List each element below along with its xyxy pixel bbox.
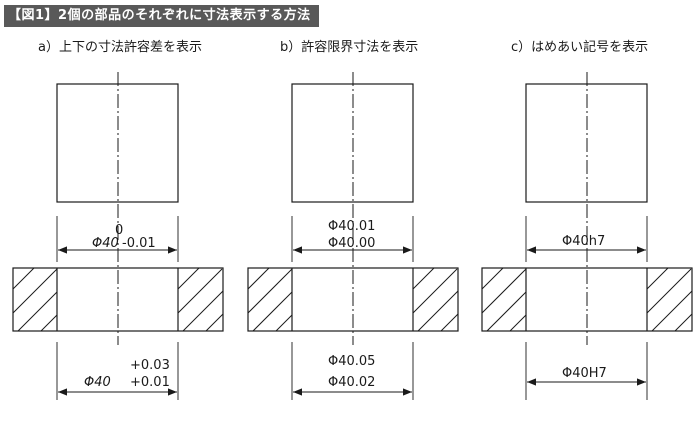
panel-a-hole-lower-tolerance: +0.01 — [130, 375, 170, 390]
panel-c-caption: c）はめあい記号を表示 — [511, 39, 648, 55]
panel-b: b）許容限界寸法を表示 Φ40.01 Φ40.00 Φ40.05 Φ40.02 — [247, 39, 459, 400]
panel-a: a）上下の寸法許容差を表示 0 Φ40 -0.01 — [12, 39, 224, 400]
panel-b-shaft-min: Φ40.00 — [328, 236, 375, 251]
panel-b-hole-max: Φ40.05 — [328, 354, 375, 369]
panel-c-hole-fit-label: Φ40H7 — [562, 366, 607, 381]
panel-c-right-hatch — [646, 267, 693, 332]
panel-a-hole-upper-tolerance: +0.03 — [130, 358, 170, 373]
figure-title: 【図1】2個の部品のそれぞれに寸法表示する方法 — [4, 5, 319, 27]
panel-c-left-hatch — [481, 267, 527, 332]
panel-c-shaft-fit-label: Φ40h7 — [562, 234, 605, 249]
panel-a-shaft-upper-tolerance: 0 — [115, 223, 123, 238]
panel-a-right-hatch — [177, 267, 224, 332]
panel-b-left-hatch — [247, 267, 293, 332]
panel-a-left-hatch — [12, 267, 58, 332]
panel-c: c）はめあい記号を表示 Φ40h7 Φ40H7 — [481, 39, 693, 400]
panel-b-right-hatch — [412, 267, 459, 332]
panel-b-shaft-max: Φ40.01 — [328, 219, 375, 234]
panel-a-shaft-nominal: Φ40 — [92, 236, 119, 251]
panel-b-hole-min: Φ40.02 — [328, 375, 375, 390]
panel-a-caption: a）上下の寸法許容差を表示 — [38, 39, 202, 55]
panel-b-caption: b）許容限界寸法を表示 — [280, 39, 418, 55]
panel-a-hole-nominal: Φ40 — [84, 375, 111, 390]
panel-a-shaft-lower-tolerance: -0.01 — [122, 236, 156, 251]
